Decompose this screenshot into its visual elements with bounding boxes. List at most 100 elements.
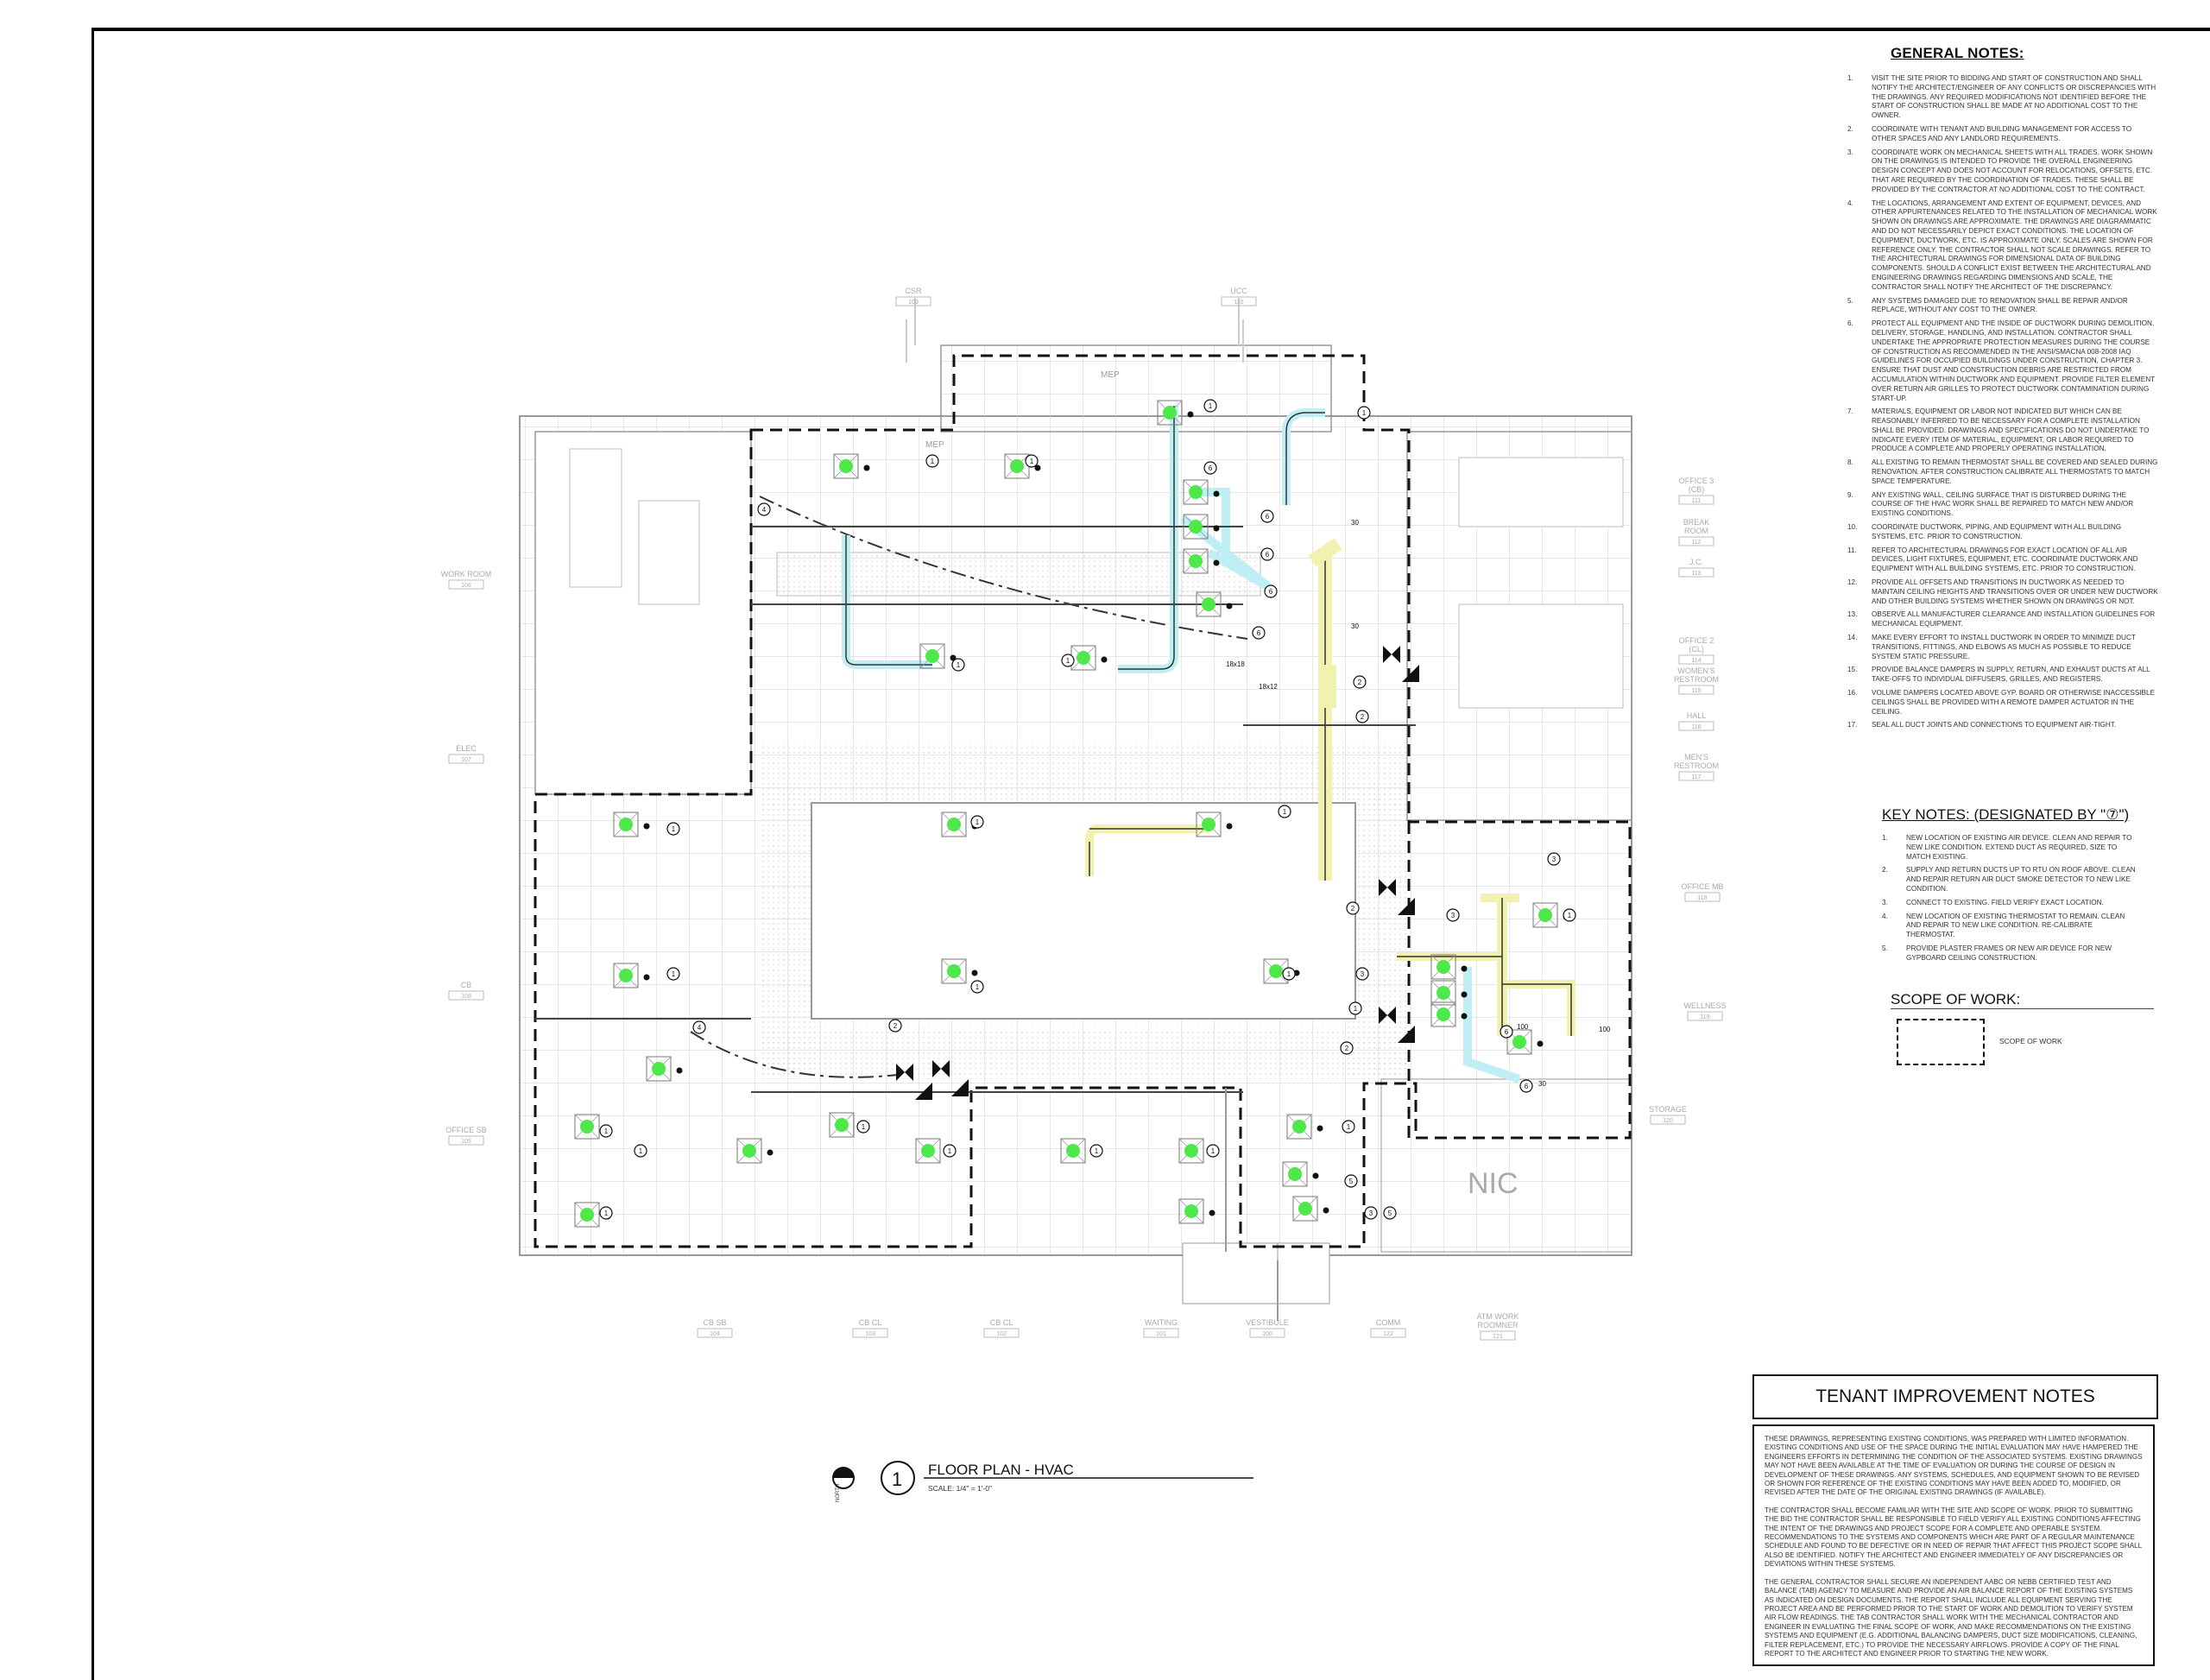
keynote-tag: 2	[1346, 901, 1360, 915]
damper-symbol	[896, 1064, 932, 1100]
room-name: J.C.	[1689, 558, 1703, 566]
general-note-text: REFER TO ARCHITECTURAL DRAWINGS FOR EXAC…	[1872, 546, 2138, 573]
room-number-box	[1678, 567, 1714, 578]
keynote-tag: 6	[1260, 547, 1274, 561]
key-notes-panel: KEY NOTES: (DESIGNATED BY "⑦") 1.NEW LOC…	[1882, 806, 2141, 968]
room-name: HALL	[1687, 711, 1707, 720]
room-name: RESTROOM	[1674, 675, 1719, 684]
room-number: 116	[1691, 724, 1701, 730]
general-note-text: MAKE EVERY EFFORT TO INSTALL DUCTWORK IN…	[1872, 634, 2136, 660]
svg-text:3: 3	[1451, 912, 1455, 919]
key-note-number: 4.	[1882, 912, 1888, 920]
keynote-tag: 1	[634, 1144, 647, 1158]
keynote-tag: 1	[599, 1206, 613, 1220]
room-name: OFFICE MB	[1682, 882, 1724, 891]
supply-diffuser	[736, 1138, 774, 1164]
damper-symbol	[932, 1060, 969, 1096]
general-note-item: 2.COORDINATE WITH TENANT AND BUILDING MA…	[1847, 125, 2158, 144]
general-note-number: 9.	[1847, 490, 1853, 499]
room-number-box	[1221, 296, 1257, 306]
general-note-number: 6.	[1847, 319, 1853, 328]
sheet-border-left	[92, 28, 94, 1680]
key-note-number: 2.	[1882, 866, 1888, 875]
svg-text:1: 1	[672, 970, 676, 978]
room-name: WAITING	[1145, 1318, 1178, 1327]
room-name: (CB)	[1689, 485, 1705, 494]
duct-size-label: 18x12	[1259, 683, 1278, 691]
scope-rule	[1891, 1008, 2154, 1009]
key-note-item: 5.PROVIDE PLASTER FRAMES OR NEW AIR DEVI…	[1882, 944, 2141, 963]
key-note-text: CONNECT TO EXISTING. FIELD VERIFY EXACT …	[1906, 898, 2104, 906]
room-name: WORK ROOM	[441, 570, 492, 578]
svg-text:1: 1	[1209, 402, 1213, 410]
mep-label: MEP	[925, 440, 944, 450]
svg-text:1: 1	[948, 1147, 952, 1155]
room-number-box	[983, 1328, 1020, 1338]
svg-text:2: 2	[1358, 679, 1362, 686]
drawing-scale: SCALE: 1/4" = 1'-0"	[928, 1484, 992, 1493]
room-number-box	[1678, 495, 1714, 505]
room-number-box	[1678, 536, 1714, 546]
room-name: CSR	[905, 287, 922, 295]
general-note-text: PROVIDE BALANCE DAMPERS IN SUPPLY, RETUR…	[1872, 666, 2150, 684]
room-name: WOMEN'S	[1677, 666, 1714, 675]
svg-text:1: 1	[1347, 1123, 1351, 1131]
room-name: CB SB	[703, 1318, 726, 1327]
supply-diffuser	[613, 812, 650, 837]
room-number: 108	[461, 994, 471, 1000]
supply-diffuser	[1532, 902, 1569, 928]
svg-text:1: 1	[1066, 657, 1070, 665]
room-number: 101	[1156, 1331, 1166, 1337]
north-arrow-label: NORTH	[836, 1484, 841, 1502]
room-tag: OFFICE 3(CB)111	[1678, 477, 1714, 505]
drawing-number: 1	[892, 1468, 902, 1490]
svg-text:1: 1	[957, 661, 961, 669]
keynote-tag: 2	[1340, 1041, 1354, 1055]
key-note-number: 3.	[1882, 898, 1888, 906]
room-number: 111	[1692, 498, 1702, 504]
svg-text:1: 1	[1211, 1147, 1216, 1155]
key-note-item: 4. NEW LOCATION OF EXISTING THERMOSTAT TO…	[1882, 913, 2141, 940]
room-name: ATM WORK	[1477, 1312, 1519, 1321]
room-name: RESTROOM	[1674, 761, 1719, 770]
room-number: 100	[1262, 1331, 1272, 1337]
general-note-number: 11.	[1847, 546, 1857, 554]
room-number: 119	[1700, 1014, 1709, 1020]
keynote-tag: 3	[1355, 967, 1369, 981]
key-note-text: NEW LOCATION OF EXISTING THERMOSTAT TO R…	[1906, 912, 2125, 939]
room-number: 121	[1493, 1334, 1503, 1340]
general-note-number: 2.	[1847, 124, 1853, 133]
general-note-item: 16.VOLUME DAMPERS LOCATED ABOVE GYP. BOA…	[1847, 689, 2158, 717]
svg-text:1: 1	[1354, 1005, 1358, 1013]
supply-diffuser	[1430, 1001, 1468, 1027]
keynote-tag: 1	[1206, 1144, 1220, 1158]
mep-label: MEP	[1101, 370, 1120, 380]
room-number: 105	[461, 1139, 471, 1145]
svg-text:3: 3	[1369, 1209, 1373, 1217]
room-number: 115	[1691, 688, 1701, 694]
room-name: ROOM	[1684, 527, 1708, 535]
general-note-text: PROVIDE ALL OFFSETS AND TRANSITIONS IN D…	[1872, 578, 2158, 605]
damper-symbol	[1383, 646, 1419, 682]
drawing-title: NORTH 1 FLOOR PLAN - HVAC SCALE: 1/4" = …	[832, 1461, 1253, 1502]
tenant-note-paragraph: THE GENERAL CONTRACTOR SHALL SECURE AN I…	[1765, 1577, 2137, 1658]
keynote-tag: 1	[1563, 908, 1576, 922]
room-number-box	[448, 1135, 484, 1146]
room-number-box	[1678, 771, 1714, 781]
supply-diffuser	[1183, 479, 1220, 505]
sheet-border-top	[93, 28, 2210, 31]
room-number: 117	[1691, 774, 1701, 780]
supply-diffuser	[919, 643, 957, 669]
keynote-tag: 6	[1252, 626, 1266, 640]
ductwork-yellow	[1085, 538, 1575, 1036]
general-note-text: PROTECT ALL EQUIPMENT AND THE INSIDE OF …	[1872, 319, 2155, 402]
keynote-tag: 2	[1355, 710, 1369, 723]
keynote-tag: 3	[1547, 852, 1561, 866]
general-note-item: 13.OBSERVE ALL MANUFACTURER CLEARANCE AN…	[1847, 610, 2158, 629]
